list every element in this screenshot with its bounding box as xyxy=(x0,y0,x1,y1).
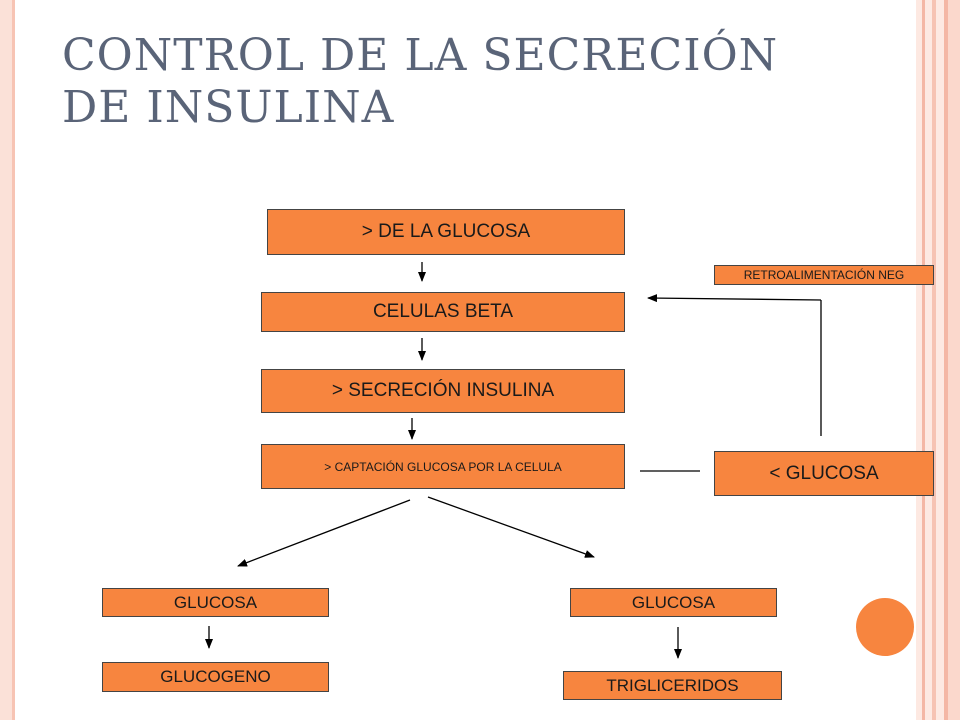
decorative-circle xyxy=(856,598,914,656)
arrow-feedback-to-beta xyxy=(647,294,822,303)
box-triglycerides: TRIGLICERIDOS xyxy=(563,671,782,700)
box-insulin-secretion: > SECRECIÓN INSULINA xyxy=(261,369,625,413)
box-beta-cells: CELULAS BETA xyxy=(261,292,625,332)
box-glucose-up: > DE LA GLUCOSA xyxy=(267,209,625,255)
arrow-uptake-to-right-glucose xyxy=(427,496,595,558)
right-stripes-decoration xyxy=(916,0,960,720)
box-glycogen: GLUCOGENO xyxy=(102,662,329,692)
left-border-decoration xyxy=(0,0,15,720)
box-glucose-down: < GLUCOSA xyxy=(714,451,934,496)
box-glucose-left: GLUCOSA xyxy=(102,588,329,617)
arrow-uptake-to-left-glucose xyxy=(237,499,411,567)
box-feedback-label: RETROALIMENTACIÓN NEG xyxy=(714,265,934,285)
box-glucose-right: GLUCOSA xyxy=(570,588,777,617)
slide-title: CONTROL DE LA SECRECIÓN DE INSULINA xyxy=(62,30,779,133)
box-glucose-uptake: > CAPTACIÓN GLUCOSA POR LA CELULA xyxy=(261,444,625,489)
